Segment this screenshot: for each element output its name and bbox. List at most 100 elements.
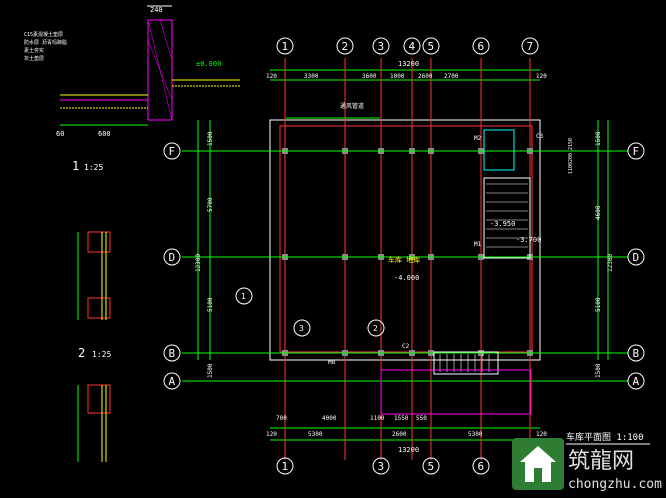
dim-right-span-3: 1500 [595,363,602,378]
grid-bubble-top-5 [422,37,440,55]
dim-600: 600 [98,130,111,138]
grid-bubble-right-F [627,142,645,160]
dim-bottom-edge-left: 120 [266,431,277,438]
section-label-2: 2 1:25 [78,346,111,360]
grid-bubble-right-D-label: D [633,251,640,264]
section-label-1: 1 1:25 [72,159,103,173]
grid-bubble-bottom-5 [422,457,440,475]
grid-bubble-top-6 [472,37,490,55]
dim-bottom-span-2: 5300 [468,431,483,438]
dim-60: 60 [56,130,64,138]
section-note-2: 防水层 沥青玛蹄脂 [24,39,67,46]
grid-bubble-top-4-label: 4 [409,40,416,53]
level-stair-a: -3.950 [490,220,515,228]
grid-bubble-top-1-label: 1 [282,40,289,53]
grid-bubble-bottom-3-label: 3 [378,460,385,473]
window-c2: C2 [402,343,410,350]
grid-bubble-left-F [163,142,181,160]
grid-bubble-right-B [627,344,645,362]
section-note-1: C15素混凝土垫层 [24,31,63,38]
dim-bottom-sub-1: 4000 [322,415,337,422]
grid-bubble-top-7 [521,37,539,55]
callout-2: 2 [373,324,378,333]
grid-bubble-top-3 [372,37,390,55]
grid-bubble-top-2 [336,37,354,55]
stair-well [483,177,531,259]
section-num-1: 1 [72,159,79,173]
dim-bottom-sub-0: 700 [276,415,287,422]
dim-bottom-span-0: 5300 [308,431,323,438]
grid-bubble-bottom-6-label: 6 [478,460,485,473]
grid-bubble-right-A [627,372,645,390]
grid-bubble-left-B-label: B [169,347,176,360]
callout-1: 1 [241,292,246,301]
dim-top-span-0: 3300 [304,73,319,80]
dim-top-span-3: 2600 [418,73,433,80]
outer-wall [269,119,541,361]
grid-bubble-top-5-label: 5 [428,40,435,53]
section-scale-2: 1:25 [92,350,111,359]
plan: 通风管道 车库 地库 -4.000 -3.950 -3.700 1 3 2 M8… [182,58,628,460]
ramp [433,351,499,375]
dim-right-small-0: 2150 [568,138,574,150]
section-scale-1: 1:25 [84,163,103,172]
dim-right-total: 12300 [607,254,614,272]
door-m2: M2 [474,135,482,142]
grid-bubble-left-A-label: A [169,375,176,388]
grid-bubble-left-B [163,344,181,362]
dim-bottom-sub-2: 1100 [370,415,385,422]
section-note-3: 素土夯实 [24,47,44,54]
door-m8: M8 [328,359,336,366]
wc-room [483,129,515,171]
dim-right-small-1: 200 [568,153,574,162]
dim-bottom-sub-3: 1550 [394,415,409,422]
grid-bubble-left-F-label: F [169,145,176,158]
dim-left-total: 12300 [195,254,202,272]
grid-bubble-top-1 [276,37,294,55]
dim-top-total: 13200 [398,60,419,68]
door-m1: M1 [474,241,482,248]
level-main: -4.000 [394,274,419,282]
dim-right-span-2: 5100 [595,297,602,312]
dim-top-edge-right: 120 [536,73,547,80]
dim-right-span-0: 1500 [595,131,602,146]
dim-240: 240 [150,6,163,14]
dim-bottom-edge-right: 120 [536,431,547,438]
dim-top-span-1: 3600 [362,73,377,80]
grid-bubble-right-F-label: F [633,145,640,158]
level-stair-b: -3.700 [516,236,541,244]
dim-bottom-sub-4: 550 [416,415,427,422]
section-num-2: 2 [78,346,85,360]
dim-right-small-2: 1100 [568,162,574,174]
section-detail-top: 240 C15素混凝土垫层 防水层 沥青玛蹄脂 素土夯实 灰土垫层 600 60… [24,5,240,138]
section-note-4: 灰土垫层 [24,55,44,62]
grid-bubble-top-3-label: 3 [378,40,385,53]
dim-left-span-0: 1500 [207,131,214,146]
dim-top-span-2: 1000 [390,73,405,80]
level-ground: ±0.000 [196,60,221,68]
grid-bubble-bottom-3 [372,457,390,475]
grid-bubble-top-6-label: 6 [478,40,485,53]
grid-bubble-top-7-label: 7 [527,40,534,53]
dim-right-span-1: 4600 [595,205,602,220]
inner-wall [279,125,533,353]
entry-slab [380,369,532,415]
dim-bottom-total: 13200 [398,446,419,454]
grid-bubble-left-A [163,372,181,390]
grid-bubble-top-4 [403,37,421,55]
dim-left-span-2: 5100 [207,297,214,312]
drawing-title: 车库平面图 1:100 [566,431,644,443]
grid-bubble-right-B-label: B [633,347,640,360]
dim-bottom-span-1: 2600 [392,431,407,438]
grid-bubble-right-A-label: A [633,375,640,388]
watermark: 筑龍网 chongzhu.com [508,436,666,494]
callout-3: 3 [299,324,304,333]
watermark-en: chongzhu.com [568,477,662,492]
dim-left-span-1: 5700 [207,197,214,212]
grid-bubble-bottom-6 [472,457,490,475]
grid-bubble-bottom-1-label: 1 [282,460,289,473]
window-c3: C3 [536,133,544,140]
grid-bubble-left-D-label: D [169,251,176,264]
grid-bubble-left-D [163,248,181,266]
